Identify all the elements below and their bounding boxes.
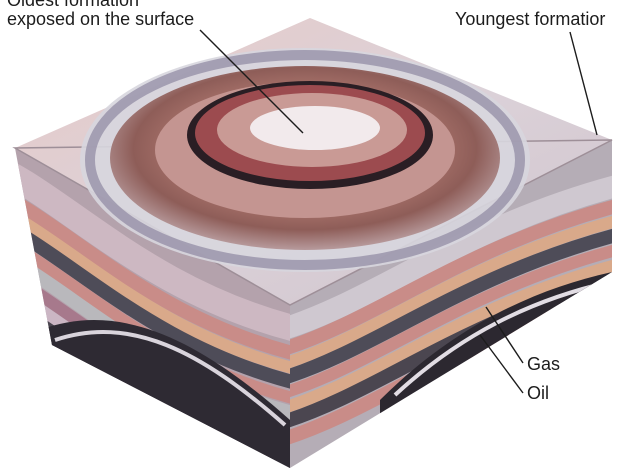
gas-label: Gas [527,354,560,374]
oldest-formation-label-line2: exposed on the surface [7,9,194,29]
oldest-formation-core [250,106,380,150]
oil-leader-line [480,335,523,393]
oil-label: Oil [527,383,549,403]
youngest-leader-line [570,32,597,135]
youngest-formation-label: Youngest formatior [455,9,605,29]
eroded-dome [80,48,530,272]
